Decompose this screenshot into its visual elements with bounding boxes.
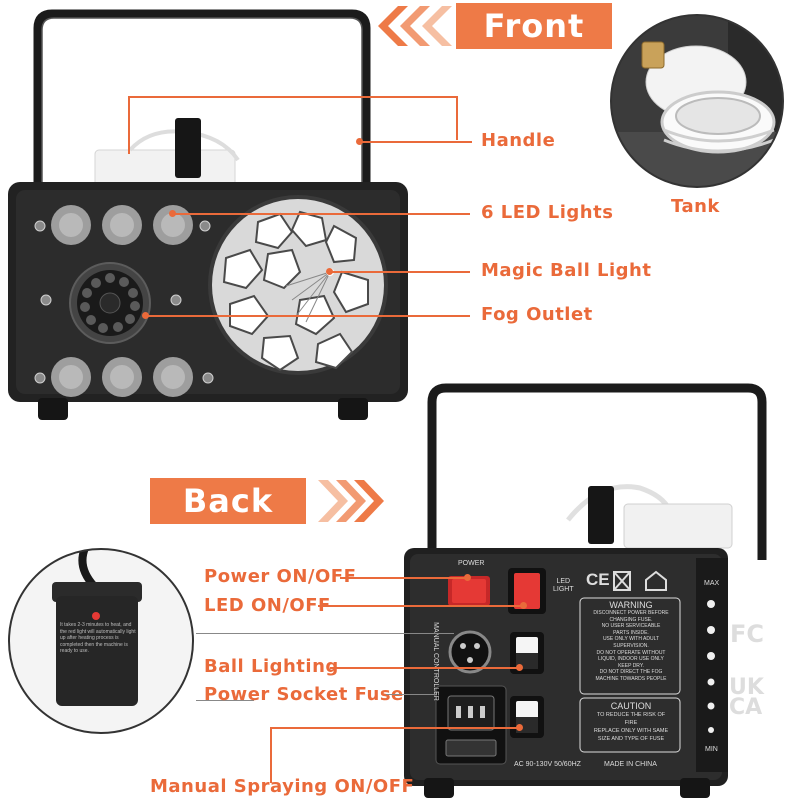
warning-line: PARTS INSIDE.: [613, 629, 649, 636]
warning-line: KEEP DRY.: [618, 662, 644, 669]
rating-label: AC 90-130V 50/60HZ: [514, 761, 581, 768]
tank-inset-image: [610, 14, 784, 188]
front-banner: Front: [456, 3, 612, 49]
power-panel-label: POWER: [458, 560, 485, 567]
fuse-callout: Power Socket Fuse: [204, 684, 404, 705]
warning-title: WARNING: [609, 600, 653, 610]
back-arrows-icon: [318, 480, 384, 522]
tank-callout: Tank: [671, 196, 720, 217]
caution-box: CAUTION TO REDUCE THE RISK OF FIRE REPLACE…: [582, 701, 680, 743]
warning-line: LIQUID, INDOOR USE ONLY: [598, 656, 664, 663]
led-panel-label-line2: LIGHT: [553, 586, 574, 593]
caution-line: TO REDUCE THE RISK OF: [596, 712, 666, 718]
ce-mark: CE: [586, 570, 610, 589]
warning-line: NO USER SERVICEABLE: [601, 623, 661, 630]
remote-inset-image: [8, 548, 194, 734]
warning-line: SUPERVISION.: [613, 642, 649, 649]
led-panel-label-line1: LED: [556, 578, 571, 585]
manual-spray-callout: Manual Spraying ON/OFF: [150, 776, 415, 797]
warning-line: DO NOT OPERATE WITHOUT: [596, 649, 666, 656]
warning-line: CHANGING FUSE.: [609, 616, 653, 623]
magic-ball-callout: Magic Ball Light: [481, 260, 652, 281]
warning-line: DISCONNECT POWER BEFORE: [593, 610, 669, 616]
warning-line: DO NOT DIRECT THE FOG: [599, 669, 663, 676]
led-panel-label: LED LIGHT: [553, 578, 574, 594]
back-banner: Back: [150, 478, 306, 524]
caution-text: TO REDUCE THE RISK OF FIRE REPLACE ONLY WI…: [582, 711, 680, 743]
caution-title: CAUTION: [610, 701, 652, 711]
back-banner-label: Back: [182, 482, 274, 520]
fog-outlet-callout: Fog Outlet: [481, 304, 593, 325]
warning-line: USE ONLY WITH ADULT: [602, 636, 660, 643]
back-machine-image: [404, 383, 767, 798]
caution-line: REPLACE ONLY WITH SAME: [593, 728, 669, 734]
ukca-mark-line2: CA: [729, 695, 763, 720]
handle-callout: Handle: [481, 130, 556, 151]
max-label: MAX: [704, 580, 720, 587]
ball-lighting-callout: Ball Lighting: [204, 656, 339, 677]
min-label: MIN: [705, 746, 718, 753]
fcc-mark: FC: [730, 620, 765, 648]
warning-line: MACHINE TOWARDS PEOPLE: [595, 675, 667, 682]
front-arrows-icon: [378, 6, 452, 46]
caution-line: SIZE AND TYPE OF FUSE: [597, 736, 665, 742]
ukca-mark: UK CA: [729, 675, 764, 720]
caution-line: FIRE: [624, 720, 638, 726]
ukca-mark-line1: UK: [729, 675, 764, 700]
front-machine-image: [8, 9, 408, 420]
front-banner-label: Front: [483, 7, 585, 45]
remote-instructions: It takes 2-3 minutes to heat, and the re…: [60, 622, 136, 654]
power-callout: Power ON/OFF: [204, 566, 357, 587]
led-callout: LED ON/OFF: [204, 595, 331, 616]
led-lights-callout: 6 LED Lights: [481, 202, 614, 223]
made-in-label: MADE IN CHINA: [604, 761, 657, 768]
